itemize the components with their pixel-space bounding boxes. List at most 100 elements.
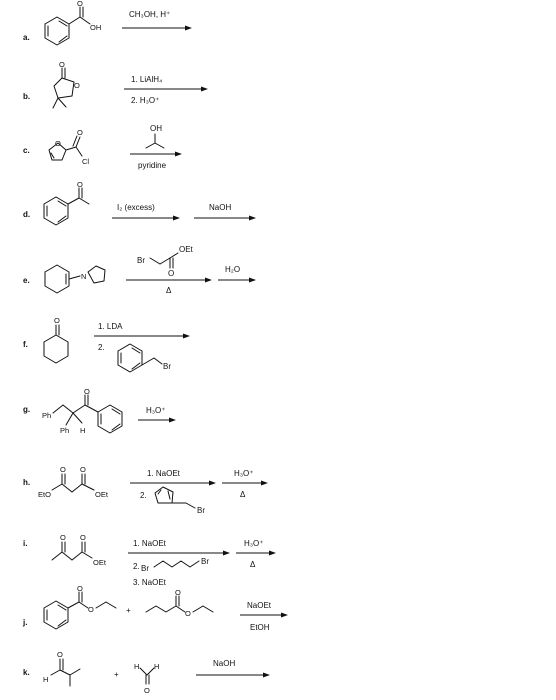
problem-i-reagent-2-num: 2. [133,562,140,571]
problem-d-arrowhead-1 [173,215,180,221]
problem-b-reagent-1: 1. LiAlH₄ [131,75,162,84]
problem-e-bromoester-bond-1 [149,257,161,265]
problem-b: b. O O 1. LiAlH₄ 2. H₃O⁺ [23,60,208,109]
problem-h-structure [51,473,95,493]
problem-e-reagent-delta: Δ [166,286,172,295]
problem-k-reagent-1: NaOH [213,659,235,668]
problem-d: d. O I₂ (excess) NaOH [23,180,256,226]
problem-k-formaldehyde-bond-1 [139,667,148,676]
problem-k-atom-h: H [43,675,48,684]
problem-h-cyclopentenyl-bromide [154,486,196,509]
problem-g-atom-h: H [80,426,85,435]
problem-i-reagent-delta: Δ [250,560,256,569]
problem-h: h. O O EtO OEt 1. NaOEt 2. Br H₃O⁺ [23,465,268,515]
problem-i-atom-o-2: O [80,533,86,542]
problem-h-reagent-2-num: 2. [140,491,147,500]
problem-h-reagent-h3o: H₃O⁺ [234,469,253,478]
problem-j-reagent-1: NaOEt [247,601,272,610]
problem-g: g. Ph Ph H O H₃O⁺ [23,387,176,435]
problem-i-structure [51,541,93,561]
problem-g-atom-ph-1: Ph [42,411,51,420]
problem-k-formaldehyde-h-1: H [134,662,139,671]
problem-b-reagent-2: 2. H₃O⁺ [131,96,159,105]
problem-h-atom-o-1: O [60,465,66,474]
problem-c-label: c. [23,146,30,155]
problem-a-atom-oh: OH [90,23,101,32]
problem-f-atom-o: O [54,316,60,325]
problem-e-arrowhead-2 [249,277,256,283]
problem-j-atom-o-4: O [185,609,191,618]
problem-c-arrowhead [175,151,182,157]
problem-h-reagent-br: Br [197,506,205,515]
problem-i-reagent-h3o: H₃O⁺ [244,539,263,548]
problem-j-label: j. [22,618,27,627]
problem-k-formaldehyde-bond-2 [146,667,155,676]
problem-c-atom-o-carbonyl: O [77,128,83,137]
problem-f-benzyl-bromide [117,343,163,373]
problem-a: a. O OH CH₃OH, H⁺ [23,0,192,46]
problem-j-ester-2 [145,595,214,613]
problem-k-label: k. [23,668,30,677]
problem-e-reagent-o: O [168,269,174,278]
problem-k-arrowhead [263,672,270,678]
problem-e-structure [44,264,106,294]
problem-e-reagent-h2o: H₂O [225,265,240,274]
problem-a-reagent-1: CH₃OH, H⁺ [129,10,170,19]
problem-j-ester-1 [43,591,117,630]
problem-b-atom-o-ring: O [74,81,80,90]
problem-i-arrowhead-2 [269,550,276,556]
problem-b-arrowhead [201,86,208,92]
problem-h-reagent-1: 1. NaOEt [147,469,181,478]
problem-i-reagent-3: 3. NaOEt [133,578,167,587]
problem-g-arrowhead [169,417,176,423]
problem-a-arrowhead [185,25,192,31]
problem-i: i. O O OEt 1. NaOEt 2. Br Br 3. NaOEt H₃… [23,533,276,587]
problem-b-structure [52,67,75,109]
problem-g-reagent-1: H₃O⁺ [146,406,165,415]
problem-d-structure [43,187,90,226]
problem-j-arrowhead [281,612,288,618]
problem-k-atom-o: O [57,650,63,659]
problem-f: f. O 1. LDA 2. Br [23,316,190,373]
problem-e-reagent-oet: OEt [179,245,194,254]
problem-e-bromoester-bond-3 [169,252,179,259]
problem-k: k. O H + H H O NaOH [23,650,270,695]
problem-j-reagent-2: EtOH [250,623,270,632]
problem-k-plus: + [114,670,119,679]
problem-c-reagent-oh: OH [150,124,162,133]
problem-d-reagent-2: NaOH [209,203,231,212]
problem-e: e. N Br OEt O Δ H₂O [23,245,256,295]
problem-a-structure [44,6,91,46]
problem-h-arrowhead-1 [209,480,216,486]
problem-i-reagent-br-left: Br [141,564,149,573]
problem-g-structure [52,394,123,434]
problem-g-label: g. [23,405,30,414]
problem-c: c. O O Cl OH pyridine [23,124,182,170]
problem-h-label: h. [23,478,30,487]
problem-h-reagent-delta: Δ [240,490,246,499]
problem-k-aldehyde [50,658,81,687]
problem-b-label: b. [23,92,30,101]
problem-e-arrowhead-1 [205,277,212,283]
problem-i-label: i. [23,539,27,548]
problem-c-reagent-pyridine: pyridine [138,161,167,170]
problem-i-atom-oet: OEt [93,558,107,567]
problem-a-atom-o: O [77,0,83,8]
problem-f-structure [43,324,69,364]
problem-a-label: a. [23,33,30,42]
problem-d-reagent-1: I₂ (excess) [117,203,155,212]
problem-j-atom-o-1: O [77,584,83,593]
problem-f-arrowhead [183,333,190,339]
problem-i-reagent-1: 1. NaOEt [133,539,167,548]
problem-k-formaldehyde-h-2: H [154,662,159,671]
problem-c-atom-cl: Cl [82,157,89,166]
problem-j-plus: + [126,606,131,615]
problem-d-label: d. [23,210,30,219]
problem-g-atom-ph-2: Ph [60,426,69,435]
problem-j: j. O O + O O NaOEt EtOH [22,584,288,632]
problem-c-isopropanol-right [154,142,165,149]
problem-h-atom-oet: OEt [95,490,109,499]
problem-j-atom-o-2: O [88,605,94,614]
problem-f-label: f. [23,340,28,349]
